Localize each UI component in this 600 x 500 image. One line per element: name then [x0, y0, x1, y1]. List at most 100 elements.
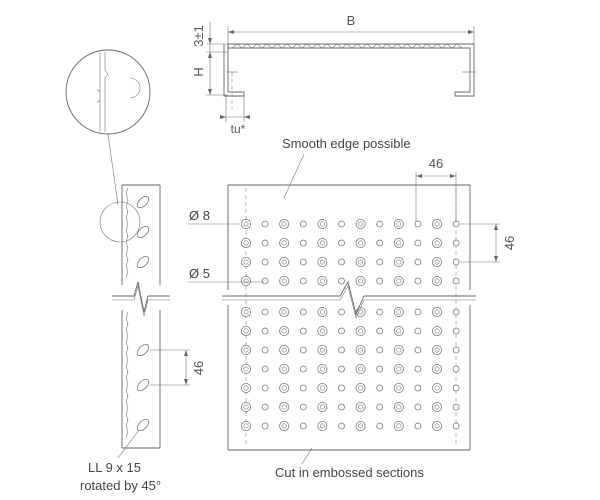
plain-hole [261, 422, 269, 430]
hole-inner-ring [358, 259, 364, 265]
hole-inner-ring [243, 385, 249, 391]
embossed-hole [355, 401, 366, 412]
hole-inner-ring [396, 385, 402, 391]
plain-hole [376, 258, 384, 266]
embossed-hole [279, 363, 290, 374]
slot [136, 195, 150, 209]
plain-hole [414, 384, 422, 392]
embossed-hole [393, 401, 404, 412]
hole-inner-ring [319, 385, 325, 391]
plain-hole [338, 346, 345, 354]
plain-hole [452, 327, 460, 335]
plain-hole [376, 346, 384, 354]
embossed-hole [240, 363, 251, 374]
pitch-right-label: 46 [502, 236, 517, 250]
plain-hole [299, 258, 307, 266]
dia8-label: Ø 8 [189, 208, 210, 223]
hole-inner-ring [319, 221, 325, 227]
plain-hole [261, 384, 269, 392]
smooth-edge-label: Smooth edge possible [282, 136, 411, 151]
hole-inner-ring [243, 423, 249, 429]
hole-inner-ring [281, 221, 287, 227]
dimension-pitch-top: 46 [415, 156, 457, 222]
hole-inner-ring [319, 278, 325, 284]
hole-inner-ring [358, 423, 364, 429]
plan-view [222, 184, 476, 451]
plain-hole [414, 403, 422, 411]
pitch-side-label: 46 [191, 361, 206, 375]
hole-inner-ring [396, 309, 402, 315]
embossed-hole [393, 382, 404, 393]
hole-inner-ring [434, 221, 440, 227]
plain-hole [414, 258, 422, 266]
embossed-hole [317, 363, 328, 374]
embossed-hole [393, 325, 404, 336]
embossed-hole [240, 275, 251, 286]
embossed-hole [431, 256, 442, 267]
hole-inner-ring [281, 347, 287, 353]
embossed-hole [279, 256, 290, 267]
plain-hole [261, 365, 269, 373]
plain-hole [299, 327, 307, 335]
hole-inner-ring [396, 221, 402, 227]
hole-inner-ring [358, 404, 364, 410]
plain-hole [299, 308, 307, 316]
plain-hole [299, 239, 307, 247]
embossed-hole [393, 344, 404, 355]
plain-hole [376, 220, 384, 228]
plain-hole [299, 403, 307, 411]
slot-size-label: LL 9 x 15 [88, 460, 141, 475]
embossed-hole [393, 420, 404, 431]
hole-inner-ring [358, 221, 364, 227]
hole-inner-ring [281, 385, 287, 391]
plain-hole [261, 277, 269, 285]
embossed-hole [240, 420, 251, 431]
plain-hole [338, 422, 345, 430]
plain-hole [452, 277, 460, 285]
hole-inner-ring [358, 278, 364, 284]
plain-hole [452, 346, 460, 354]
embossed-hole [393, 306, 404, 317]
embossed-hole [431, 420, 442, 431]
embossed-hole [393, 218, 404, 229]
plain-hole [414, 308, 422, 316]
hole-inner-ring [434, 423, 440, 429]
plain-hole [452, 258, 460, 266]
slot [136, 343, 150, 357]
dimension-pitch-right: 46 [460, 223, 517, 263]
hole-inner-ring [358, 385, 364, 391]
plain-hole [414, 239, 422, 247]
embossed-hole [279, 218, 290, 229]
embossed-hole [355, 237, 366, 248]
hole-grid [240, 218, 460, 431]
embossed-hole [317, 256, 328, 267]
plain-hole [299, 346, 307, 354]
hole-inner-ring [243, 347, 249, 353]
hole-inner-ring [396, 278, 402, 284]
embossed-hole [240, 344, 251, 355]
plain-hole [261, 220, 269, 228]
break-line-icon [222, 280, 476, 316]
embossed-hole [279, 275, 290, 286]
plain-hole [452, 365, 460, 373]
slot [136, 418, 150, 432]
plain-hole [338, 327, 345, 335]
embossed-hole [431, 237, 442, 248]
plain-hole [452, 422, 460, 430]
hole-inner-ring [281, 366, 287, 372]
hole-inner-ring [396, 423, 402, 429]
plain-hole [338, 365, 345, 373]
embossed-hole [355, 420, 366, 431]
plain-hole [414, 422, 422, 430]
embossed-hole [393, 237, 404, 248]
hole-inner-ring [319, 347, 325, 353]
hole-inner-ring [319, 259, 325, 265]
hole-inner-ring [281, 278, 287, 284]
embossed-hole [355, 256, 366, 267]
plain-hole [376, 365, 384, 373]
embossed-hole [317, 237, 328, 248]
h-label: H [191, 67, 206, 76]
dimension-h: 3±1 H [191, 22, 228, 96]
hole-inner-ring [434, 347, 440, 353]
